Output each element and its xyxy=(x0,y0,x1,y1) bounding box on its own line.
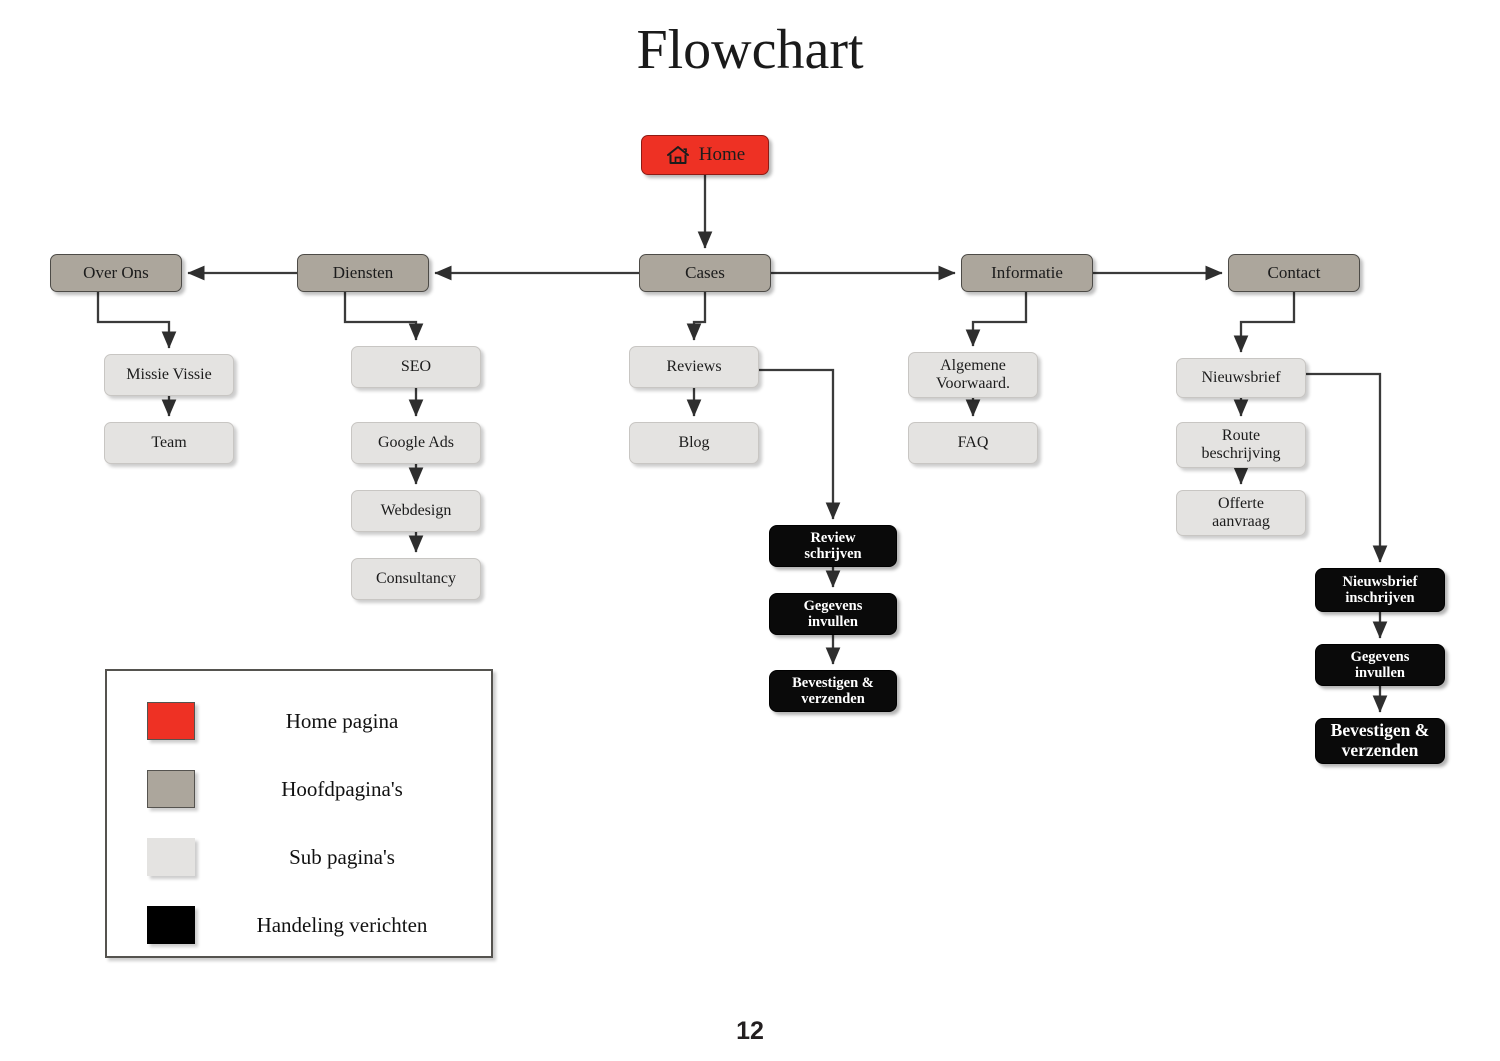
node-bevestigen-verzenden-nieuwsbrief[interactable]: Bevestigen &verzenden xyxy=(1315,718,1445,764)
node-label: Google Ads xyxy=(378,434,454,452)
legend-label: Hoofdpagina's xyxy=(281,776,403,801)
legend-swatch-hoofdpaginas xyxy=(147,770,195,808)
legend-swatch-handeling xyxy=(147,906,195,944)
node-label: Diensten xyxy=(332,263,394,283)
node-informatie[interactable]: Informatie xyxy=(961,254,1093,292)
edge-contact-nieuwsbrief xyxy=(1233,292,1296,353)
legend-item-hoofdpaginas: Hoofdpagina's xyxy=(107,766,495,812)
node-label: FAQ xyxy=(957,434,989,452)
node-label: Missie Vissie xyxy=(126,366,212,384)
node-google-ads[interactable]: Google Ads xyxy=(351,422,481,464)
node-label: Consultancy xyxy=(376,570,456,588)
node-nieuwsbrief[interactable]: Nieuwsbrief xyxy=(1176,358,1306,398)
legend-item-subpaginas: Sub pagina's xyxy=(107,834,495,880)
page-title: Flowchart xyxy=(636,19,864,81)
node-cases[interactable]: Cases xyxy=(639,254,771,292)
node-webdesign[interactable]: Webdesign xyxy=(351,490,481,532)
node-label: Blog xyxy=(678,434,710,452)
node-contact[interactable]: Contact xyxy=(1228,254,1360,292)
node-label: Reviews xyxy=(666,358,722,376)
legend-item-home: Home pagina xyxy=(107,698,495,744)
edge-nieuwsbrief-inschrijven xyxy=(1306,372,1388,563)
legend: Home pagina Hoofdpagina's Sub pagina's H… xyxy=(105,669,493,958)
edge-informatie-algemene xyxy=(965,292,1028,347)
edge-diensten-seo xyxy=(343,292,424,341)
house-icon xyxy=(665,144,691,166)
node-over-ons[interactable]: Over Ons xyxy=(50,254,182,292)
legend-swatch-subpaginas xyxy=(147,838,195,876)
legend-label: Sub pagina's xyxy=(289,844,395,869)
node-consultancy[interactable]: Consultancy xyxy=(351,558,481,600)
node-team[interactable]: Team xyxy=(104,422,234,464)
node-label: Nieuwsbrief xyxy=(1201,369,1281,387)
node-blog[interactable]: Blog xyxy=(629,422,759,464)
node-label: Team xyxy=(151,434,187,452)
node-diensten[interactable]: Diensten xyxy=(297,254,429,292)
node-label: Bevestigen &verzenden xyxy=(792,674,874,707)
node-label: Bevestigen &verzenden xyxy=(1330,720,1430,760)
node-label: SEO xyxy=(400,358,432,376)
edge-reviews-reviewschrijven xyxy=(759,368,841,520)
legend-swatch-home xyxy=(147,702,195,740)
edge-cases-reviews xyxy=(686,292,707,341)
node-reviews[interactable]: Reviews xyxy=(629,346,759,388)
node-label: Informatie xyxy=(991,263,1063,283)
node-faq[interactable]: FAQ xyxy=(908,422,1038,464)
node-label: Contact xyxy=(1267,263,1321,283)
node-missie-vissie[interactable]: Missie Vissie xyxy=(104,354,234,396)
node-home[interactable]: Home xyxy=(641,135,769,175)
node-bevestigen-verzenden-review[interactable]: Bevestigen &verzenden xyxy=(769,670,897,712)
page-number: 12 xyxy=(736,1017,764,1045)
node-label: Cases xyxy=(685,263,725,283)
legend-item-handeling: Handeling verichten xyxy=(107,902,495,948)
node-label: Home xyxy=(698,144,746,166)
legend-label: Home pagina xyxy=(285,708,399,733)
node-label: Webdesign xyxy=(380,502,452,520)
edge-overons-missie xyxy=(96,292,177,349)
node-label: Over Ons xyxy=(83,263,149,283)
legend-label: Handeling verichten xyxy=(256,912,428,937)
node-seo[interactable]: SEO xyxy=(351,346,481,388)
